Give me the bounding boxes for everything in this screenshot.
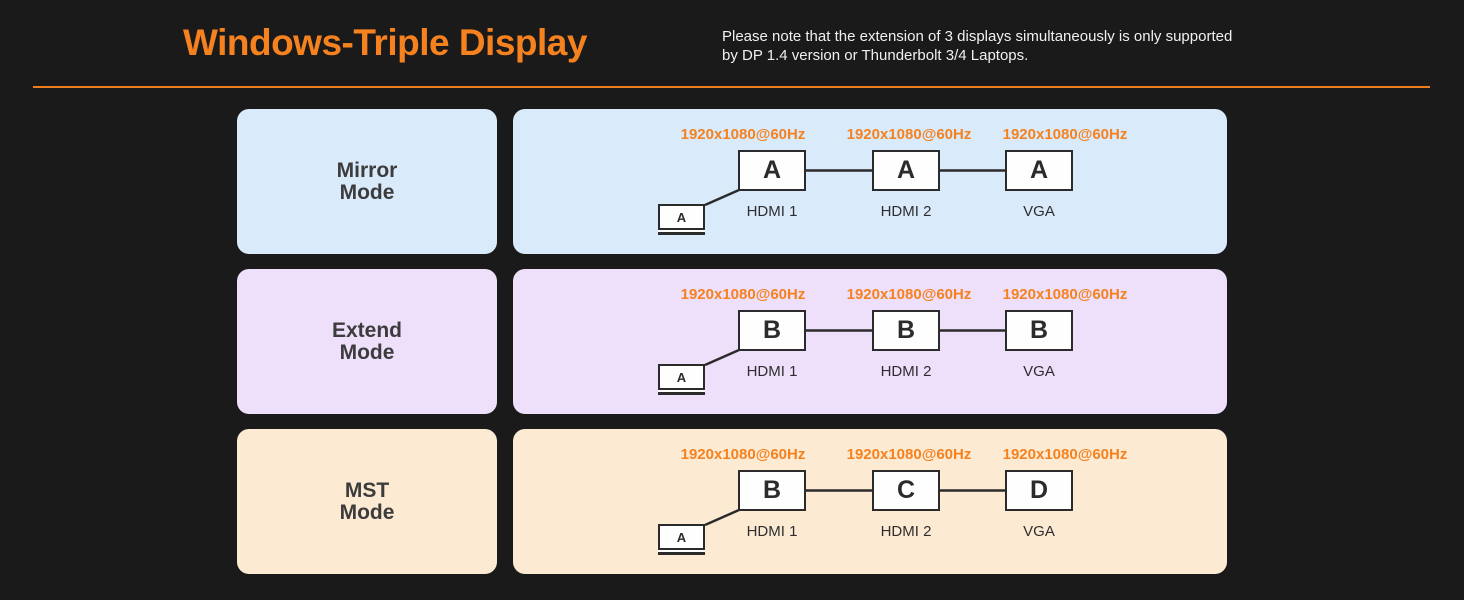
laptop-base bbox=[658, 232, 705, 235]
port-label: VGA bbox=[1023, 203, 1055, 220]
header-note-line2: by DP 1.4 version or Thunderbolt 3/4 Lap… bbox=[722, 47, 1029, 64]
resolution-label: 1920x1080@60Hz bbox=[1002, 286, 1128, 303]
mode-label-mirror: Mirror Mode bbox=[237, 109, 497, 254]
mode-label-line1: Mirror bbox=[336, 158, 398, 182]
laptop-icon: A bbox=[658, 364, 705, 395]
mode-label-line2: Mode bbox=[339, 180, 395, 204]
monitor-box-3: B bbox=[1005, 310, 1073, 351]
mode-label-line1: MST bbox=[344, 478, 390, 502]
header-note-line1: Please note that the extension of 3 disp… bbox=[722, 28, 1233, 45]
monitor-letter: B bbox=[896, 316, 916, 344]
monitor-letter: C bbox=[896, 476, 916, 504]
monitor-box-2: B bbox=[872, 310, 940, 351]
monitor-letter: A bbox=[1029, 156, 1049, 184]
port-label: HDMI 2 bbox=[880, 203, 932, 220]
cable-lines bbox=[704, 489, 1005, 527]
monitor-box-1: A bbox=[738, 150, 806, 191]
mode-label-line1: Extend bbox=[331, 318, 402, 342]
resolution-label: 1920x1080@60Hz bbox=[846, 126, 972, 143]
monitor-box-1: B bbox=[738, 470, 806, 511]
laptop-base bbox=[658, 552, 705, 555]
mode-row-mirror: Mirror Mode 1920x1080@60Hz 1920x1080@60H… bbox=[237, 109, 1227, 254]
page-title: Windows-Triple Display bbox=[183, 22, 587, 63]
cable-lines bbox=[704, 169, 1005, 207]
laptop-icon: A bbox=[658, 204, 705, 235]
monitor-letter: B bbox=[762, 316, 782, 344]
port-label: VGA bbox=[1023, 523, 1055, 540]
mode-rows: Mirror Mode 1920x1080@60Hz 1920x1080@60H… bbox=[237, 109, 1227, 574]
divider-line bbox=[33, 86, 1430, 88]
laptop-hinge bbox=[658, 230, 705, 232]
port-label: HDMI 1 bbox=[746, 523, 798, 540]
port-label: VGA bbox=[1023, 363, 1055, 380]
mode-label-line2: Mode bbox=[339, 340, 395, 364]
laptop-screen: A bbox=[658, 204, 705, 230]
resolution-label: 1920x1080@60Hz bbox=[1002, 446, 1128, 463]
laptop-screen: A bbox=[658, 524, 705, 550]
diagram-panel-mst: 1920x1080@60Hz 1920x1080@60Hz 1920x1080@… bbox=[513, 429, 1227, 574]
mode-label-extend: Extend Mode bbox=[237, 269, 497, 414]
laptop-hinge bbox=[658, 390, 705, 392]
diagram-panel-extend: 1920x1080@60Hz 1920x1080@60Hz 1920x1080@… bbox=[513, 269, 1227, 414]
laptop-screen: A bbox=[658, 364, 705, 390]
mode-label-mst: MST Mode bbox=[237, 429, 497, 574]
monitor-box-1: B bbox=[738, 310, 806, 351]
resolution-label: 1920x1080@60Hz bbox=[680, 286, 806, 303]
monitor-box-2: C bbox=[872, 470, 940, 511]
monitor-letter: A bbox=[762, 156, 782, 184]
monitor-box-2: A bbox=[872, 150, 940, 191]
monitor-letter: A bbox=[896, 156, 916, 184]
port-label: HDMI 1 bbox=[746, 203, 798, 220]
monitor-box-3: A bbox=[1005, 150, 1073, 191]
mode-row-extend: Extend Mode 1920x1080@60Hz 1920x1080@60H… bbox=[237, 269, 1227, 414]
resolution-label: 1920x1080@60Hz bbox=[680, 446, 806, 463]
monitor-letter: B bbox=[1029, 316, 1049, 344]
resolution-label: 1920x1080@60Hz bbox=[846, 286, 972, 303]
resolution-label: 1920x1080@60Hz bbox=[1002, 126, 1128, 143]
laptop-hinge bbox=[658, 550, 705, 552]
cable-lines bbox=[704, 329, 1005, 367]
port-label: HDMI 1 bbox=[746, 363, 798, 380]
resolution-label: 1920x1080@60Hz bbox=[846, 446, 972, 463]
port-label: HDMI 2 bbox=[880, 363, 932, 380]
diagram-panel-mirror: 1920x1080@60Hz 1920x1080@60Hz 1920x1080@… bbox=[513, 109, 1227, 254]
monitor-letter: D bbox=[1029, 476, 1049, 504]
port-label: HDMI 2 bbox=[880, 523, 932, 540]
mode-row-mst: MST Mode 1920x1080@60Hz 1920x1080@60Hz 1… bbox=[237, 429, 1227, 574]
monitor-letter: B bbox=[762, 476, 782, 504]
monitor-box-3: D bbox=[1005, 470, 1073, 511]
mode-label-line2: Mode bbox=[339, 500, 395, 524]
laptop-icon: A bbox=[658, 524, 705, 555]
resolution-label: 1920x1080@60Hz bbox=[680, 126, 806, 143]
header-note: Please note that the extension of 3 disp… bbox=[722, 27, 1232, 65]
laptop-base bbox=[658, 392, 705, 395]
